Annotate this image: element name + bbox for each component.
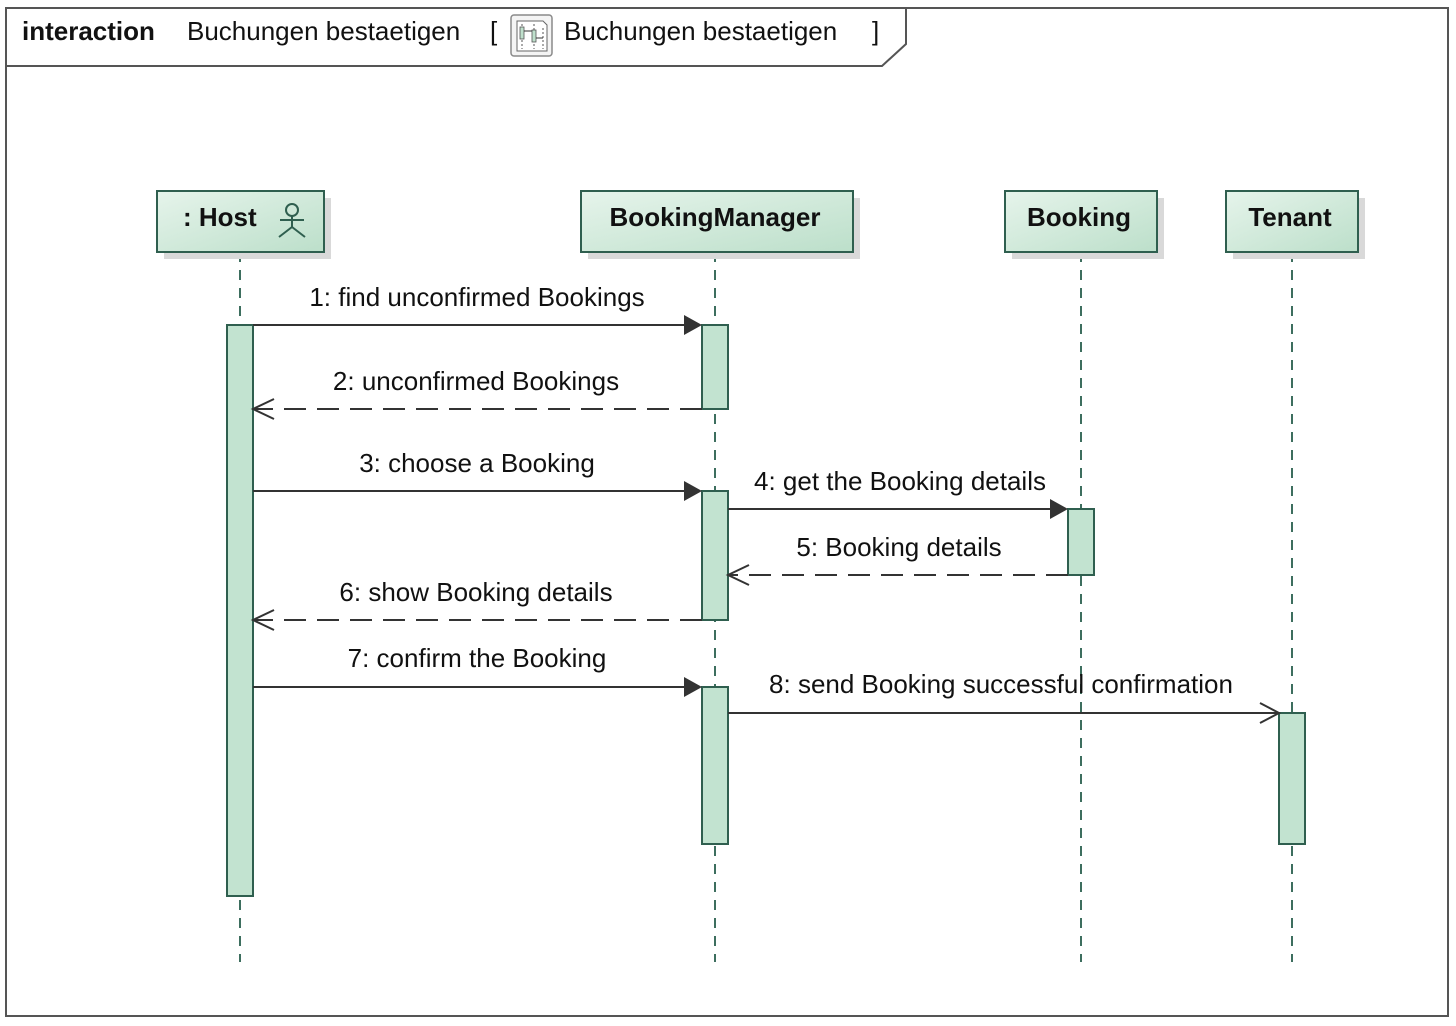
message-7-label: 7: confirm the Booking [348,643,607,673]
activation-bm-1 [701,324,729,410]
message-6-label: 6: show Booking details [339,577,612,607]
activation-host [226,324,254,897]
activations [226,324,1306,897]
activation-bm-3 [701,686,729,845]
activation-tenant [1278,712,1306,845]
message-1[interactable]: 1: find unconfirmed Bookings [253,282,702,335]
lifeline-bm-label: BookingManager [610,202,821,232]
message-3-label: 3: choose a Booking [359,448,595,478]
frame-keyword: interaction [22,16,155,46]
message-6[interactable]: 6: show Booking details [250,577,702,631]
message-5-label: 5: Booking details [796,532,1001,562]
lifeline-bm[interactable]: BookingManager [580,190,860,259]
frame-ref-name: Buchungen bestaetigen [564,16,837,46]
message-2[interactable]: 2: unconfirmed Bookings [250,366,702,420]
message-7[interactable]: 7: confirm the Booking [253,643,702,697]
lifeline-tenant[interactable]: Tenant [1225,190,1365,259]
lifeline-booking[interactable]: Booking [1004,190,1164,259]
activation-booking [1067,508,1095,576]
message-5[interactable]: 5: Booking details [725,532,1068,586]
message-3[interactable]: 3: choose a Booking [253,448,702,501]
message-8-label: 8: send Booking successful confirmation [769,669,1233,699]
frame-close-bracket: ] [872,16,879,46]
lifeline-host-label: : Host [183,202,257,232]
message-4[interactable]: 4: get the Booking details [728,466,1068,519]
actor-icon [278,203,306,238]
sequence-diagram-icon[interactable] [510,14,553,57]
message-1-label: 1: find unconfirmed Bookings [309,282,644,312]
frame-name: Buchungen bestaetigen [187,16,460,46]
lifeline-tenant-label: Tenant [1248,202,1332,232]
message-4-label: 4: get the Booking details [754,466,1046,496]
lifeline-booking-label: Booking [1027,202,1131,232]
message-8[interactable]: 8: send Booking successful confirmation [728,669,1282,724]
message-2-label: 2: unconfirmed Bookings [333,366,619,396]
lifeline-host[interactable]: : Host [156,190,331,259]
activation-bm-2 [701,490,729,621]
frame-open-bracket: [ [490,16,498,46]
